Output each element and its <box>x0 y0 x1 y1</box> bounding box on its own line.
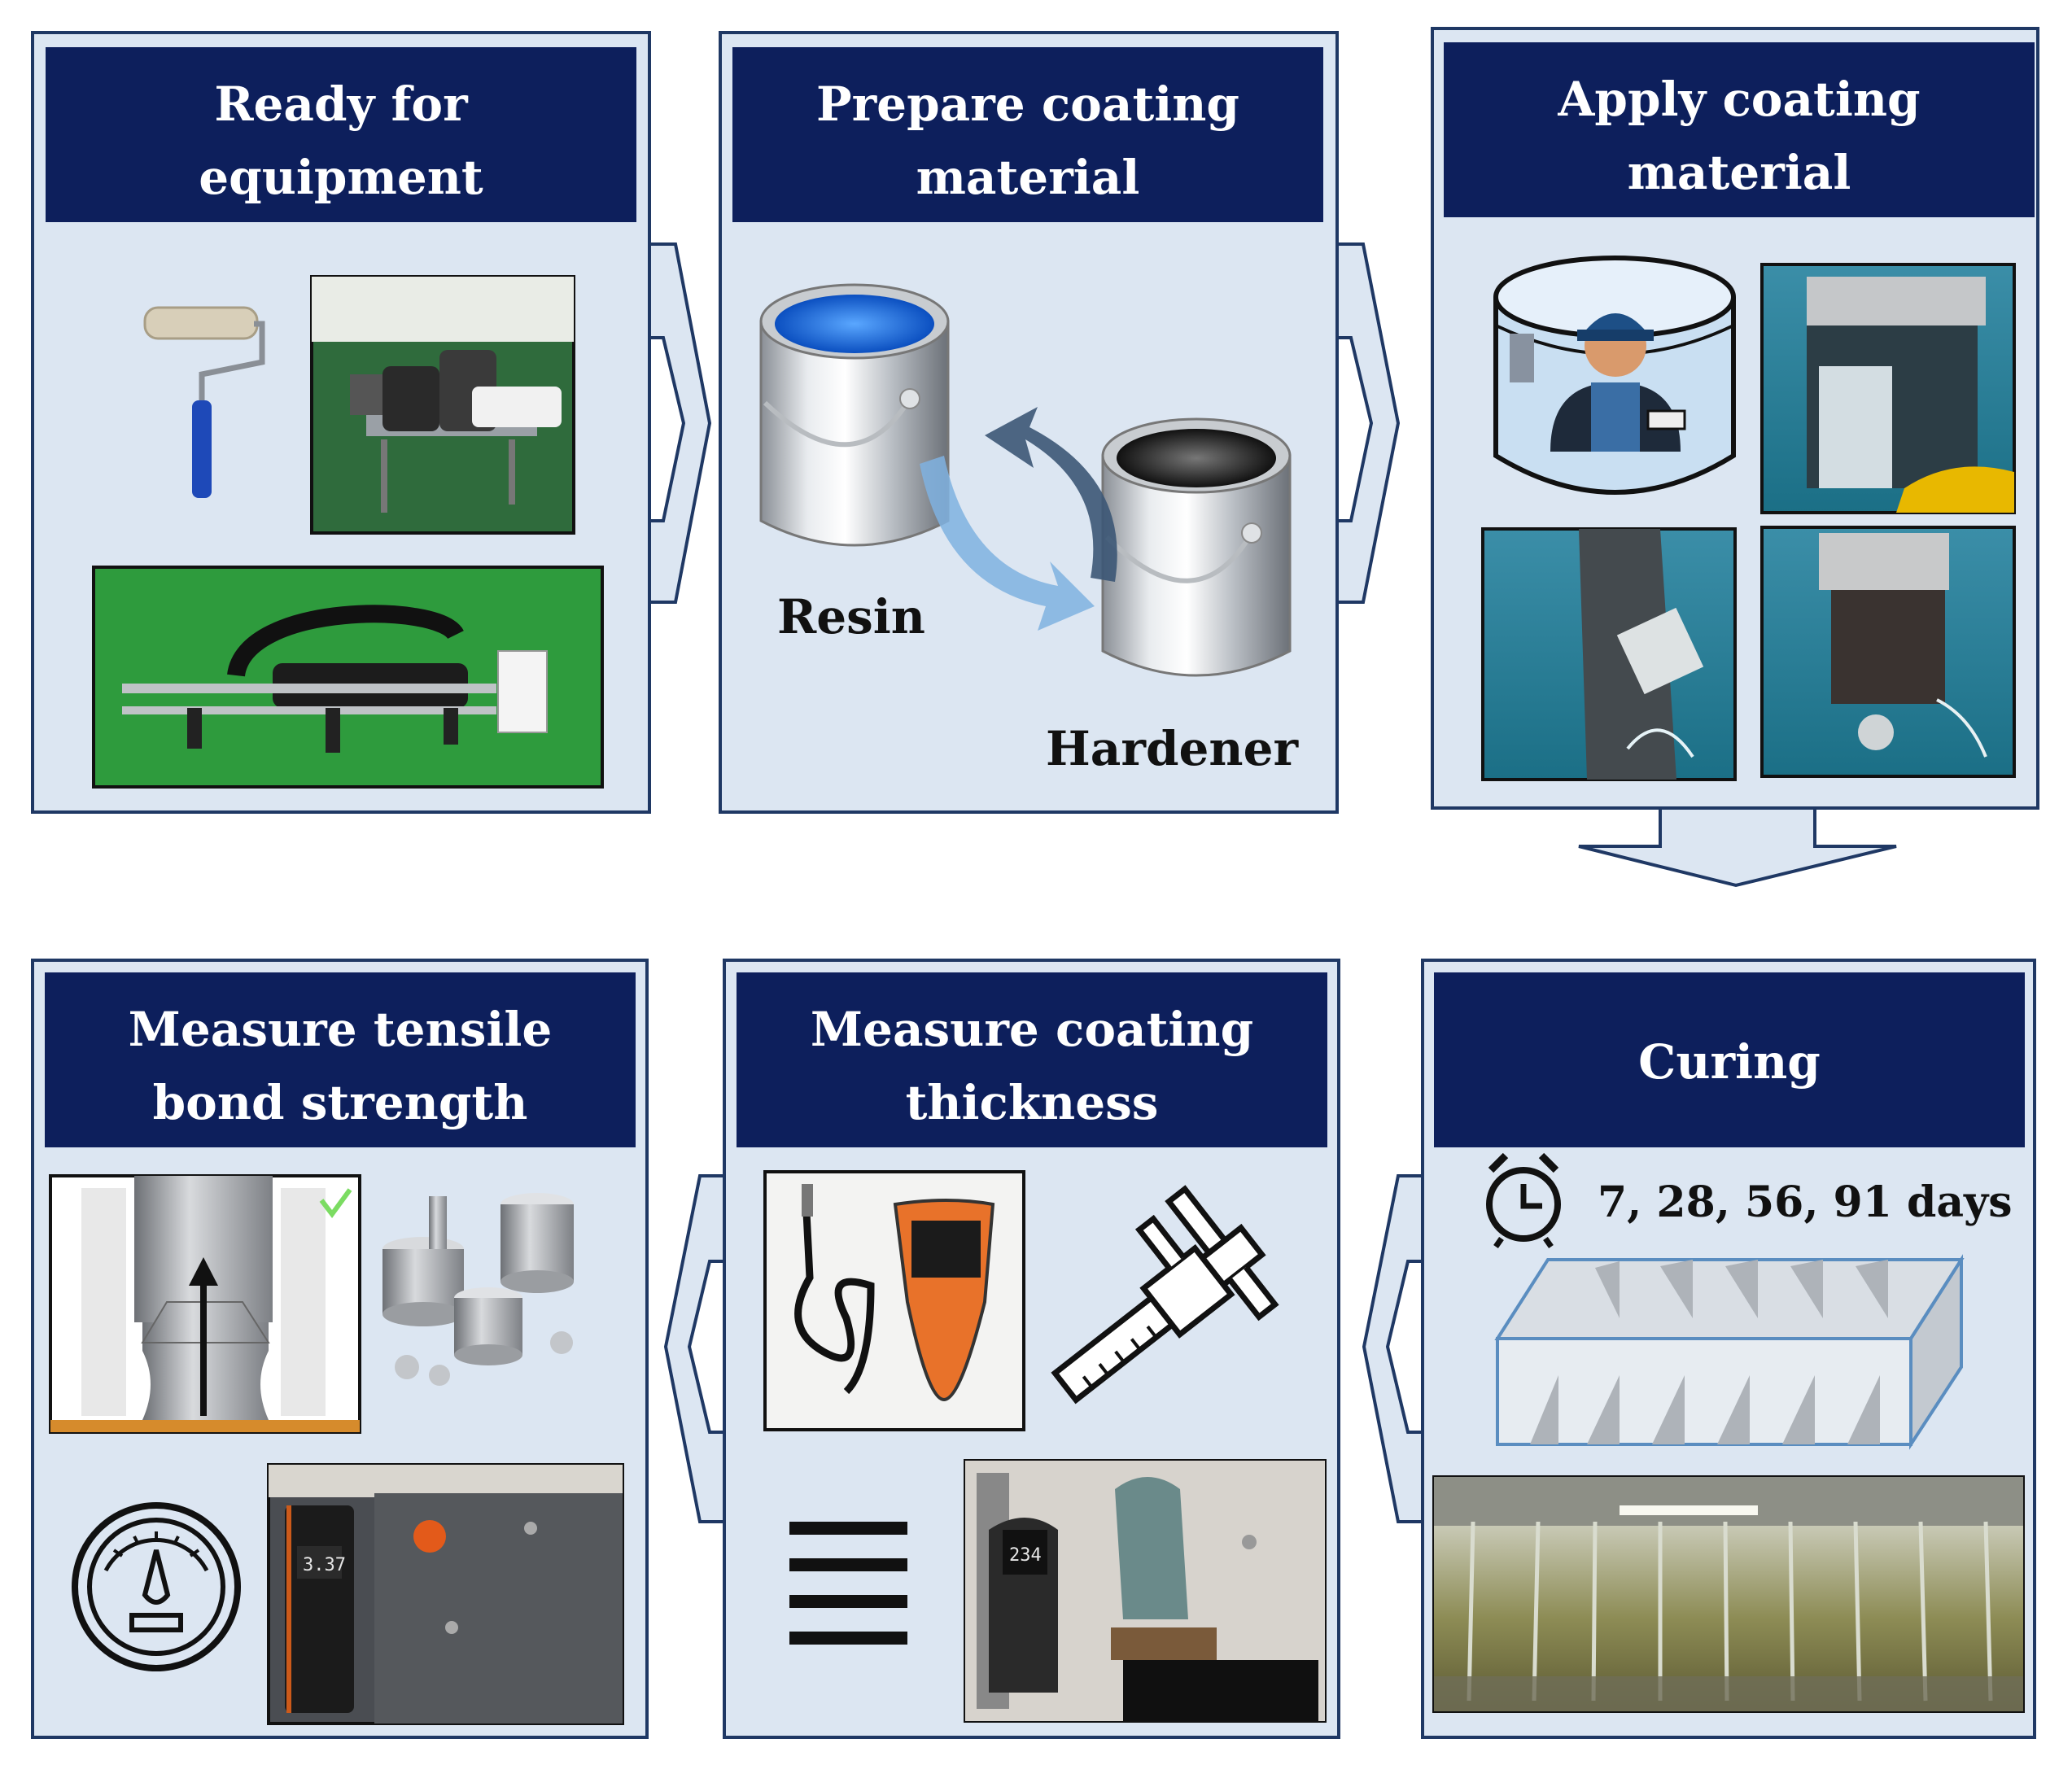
underwater-photo-1 <box>1760 263 2016 514</box>
title-equipment-line1: Ready for <box>214 76 469 132</box>
cycle-arrows-icon <box>920 407 1117 631</box>
pull-off-test-photo: 3.37 <box>267 1463 624 1725</box>
header-thickness <box>737 972 1327 1147</box>
label-resin: Resin <box>777 589 925 644</box>
paint-roller-icon <box>143 306 265 498</box>
title-apply-line1: Apply coating <box>1557 72 1920 127</box>
title-tensile-line2: bond strength <box>153 1075 528 1130</box>
header-tensile <box>45 972 636 1147</box>
title-thickness-line2: thickness <box>906 1075 1159 1130</box>
arrow-prepare-to-apply <box>1335 242 1401 604</box>
spray-gun-photo <box>92 566 604 789</box>
pull-off-diagram <box>49 1174 361 1434</box>
gauge-reading: 234 <box>1009 1545 1042 1566</box>
header-apply <box>1444 42 2035 217</box>
layers-icon <box>789 1522 907 1645</box>
thickness-measure-photo: 234 <box>964 1459 1327 1723</box>
thickness-gauge-photo <box>763 1170 1025 1431</box>
dollies-photo <box>382 1193 574 1386</box>
title-thickness-line1: Measure coating <box>811 1002 1253 1057</box>
title-prepare-line2: material <box>916 150 1140 205</box>
title-prepare-line1: Prepare coating <box>816 76 1239 132</box>
title-equipment-line2: equipment <box>199 150 483 205</box>
header-equipment <box>46 47 636 222</box>
title-apply-line2: material <box>1628 145 1851 200</box>
label-hardener: Hardener <box>1046 721 1299 776</box>
diver-icon <box>1493 256 1736 495</box>
curing-tank-photo <box>1432 1475 2025 1713</box>
arrow-thickness-to-tensile <box>663 1174 726 1523</box>
underwater-photo-2 <box>1481 527 1737 781</box>
hardener-can-icon <box>1101 417 1292 677</box>
title-tensile-line1: Measure tensile <box>129 1002 553 1057</box>
header-prepare <box>732 47 1323 222</box>
coating-machine-photo <box>310 275 575 535</box>
caliper-icon <box>1051 1185 1279 1405</box>
pressure-gauge-icon <box>72 1502 241 1671</box>
alarm-clock-icon <box>1486 1152 1561 1249</box>
arrow-equipment-to-prepare <box>648 242 712 604</box>
curing-tank-diagram <box>1494 1254 1965 1450</box>
resin-can-icon <box>759 283 950 547</box>
meter-reading: 3.37 <box>303 1555 346 1575</box>
arrow-apply-to-curing <box>1578 806 1897 888</box>
underwater-photo-3 <box>1760 526 2016 778</box>
curing-days: 7, 28, 56, 91 days <box>1598 1177 2013 1227</box>
header-curing <box>1434 972 2025 1147</box>
checkmark-icon <box>319 1188 352 1219</box>
title-curing: Curing <box>1638 1034 1821 1090</box>
arrow-curing-to-thickness <box>1362 1174 1424 1523</box>
